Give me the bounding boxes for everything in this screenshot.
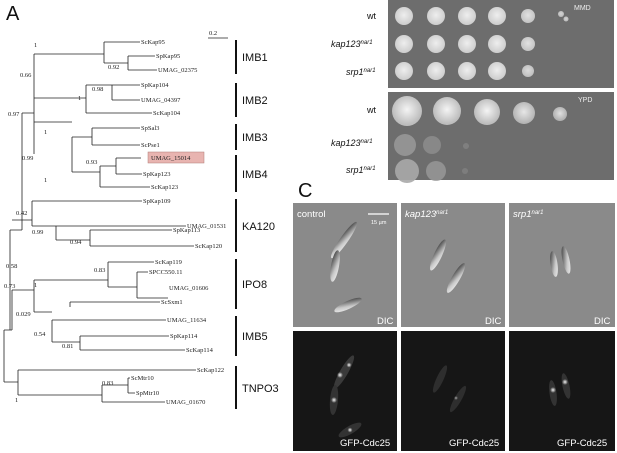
family-label: IMB3	[242, 132, 268, 144]
bootstrap-value: 1	[78, 95, 81, 102]
leaf-labels: ScKap95 SpKap95 UMAG_02375 SpKap104 UMAG…	[131, 39, 226, 406]
leaf-label: SpKap123	[143, 171, 170, 178]
family-label: IMB4	[242, 169, 268, 181]
bootstrap-value: 0.83	[102, 380, 113, 387]
dic-image-kap123	[401, 203, 505, 327]
leaf-label: UMAG_11634	[167, 317, 207, 324]
leaf-label: SpKap104	[141, 82, 169, 89]
gfp-cells	[329, 355, 571, 438]
bootstrap-value: 0.54	[34, 331, 46, 338]
dic-image-srp1	[509, 203, 615, 327]
bootstrap-values: 1 0.92 0.66 0.98 1 0.97 1 0.93 0.99 1 0.…	[4, 42, 119, 404]
bootstrap-value: 0.58	[6, 263, 17, 270]
bootstrap-value: 0.029	[16, 311, 31, 318]
leaf-label: ScKap114	[186, 347, 214, 354]
bootstrap-value: 0.92	[108, 64, 119, 71]
leaf-label: SpSal3	[141, 125, 159, 132]
dic-label: DIC	[377, 316, 394, 327]
bootstrap-value: 0.98	[92, 86, 103, 93]
leaf-label-highlighted: UMAG_15014	[151, 155, 191, 162]
family-label: TNPO3	[242, 383, 279, 395]
strain-label-srp1: srp1nar1	[346, 67, 376, 77]
family-label: IMB5	[242, 331, 268, 343]
leaf-label: ScKap119	[155, 259, 182, 266]
gfp-image-srp1	[509, 331, 615, 451]
strain-label-wt: wt	[366, 105, 376, 115]
bootstrap-value: 0.99	[22, 155, 33, 162]
dic-label: DIC	[594, 316, 611, 327]
ypd-spots	[392, 96, 567, 183]
medium-label-mmd: MMD	[574, 5, 591, 12]
phylogenetic-tree: 0.2 ScKap95 SpKap95 UMAG_02375 SpKap104 …	[3, 30, 279, 409]
bootstrap-value: 1	[44, 177, 47, 184]
leaf-label: SPCC550.11	[149, 269, 183, 276]
leaf-label: ScKap104	[153, 110, 181, 117]
leaf-label: SpKap95	[156, 53, 180, 60]
dic-label: DIC	[485, 316, 502, 327]
leaf-label: SpMtr10	[136, 390, 159, 397]
bootstrap-value: 0.66	[20, 72, 32, 79]
bootstrap-value: 1	[34, 42, 37, 49]
highlight-box	[147, 151, 205, 164]
panel-label-a: A	[6, 3, 20, 25]
bootstrap-value: 0.42	[16, 210, 27, 217]
family-label: KA120	[242, 221, 275, 233]
leaf-label: ScKap122	[197, 367, 224, 374]
gfp-label: GFP-Cdc25	[557, 438, 607, 449]
bootstrap-value: 0.97	[8, 111, 20, 118]
family-label: IPO8	[242, 279, 267, 291]
leaf-label: UMAG_04397	[141, 97, 181, 104]
leaf-label: UMAG_01670	[166, 399, 205, 406]
leaf-label: ScSxm1	[161, 299, 183, 306]
strain-label-kap123: kap123nar1	[331, 39, 373, 49]
strain-label-srp1: srp1nar1	[346, 165, 376, 175]
bootstrap-value: 0.94	[70, 239, 82, 246]
bootstrap-value: 1	[44, 129, 47, 136]
spot-assay-panel: MMD YPD wt kap123nar1 srp1nar1 wt kap123…	[296, 0, 614, 183]
bootstrap-value: 1	[34, 282, 37, 289]
gfp-image-kap123	[401, 331, 505, 451]
panel-label-c: C	[298, 180, 313, 202]
leaf-label: UMAG_02375	[158, 67, 197, 74]
ypd-plate	[388, 92, 614, 180]
column-label-control: control	[297, 209, 326, 220]
bootstrap-value: 0.81	[62, 343, 73, 350]
leaf-label: SpKap109	[143, 198, 170, 205]
bootstrap-value: 1	[15, 397, 18, 404]
family-label: IMB2	[242, 95, 268, 107]
family-label: IMB1	[242, 52, 268, 64]
bootstrap-value: 0.83	[94, 267, 105, 274]
scale-bar-label: 0.2	[209, 30, 217, 37]
leaf-label: SpKap113	[173, 227, 200, 234]
dic-cells	[330, 221, 571, 313]
leaf-label: ScKap95	[141, 39, 165, 46]
leaf-label: ScMtr10	[131, 375, 154, 382]
micro-scale-label: 15 µm	[371, 220, 387, 226]
gfp-label: GFP-Cdc25	[449, 438, 499, 449]
leaf-label: ScKap123	[151, 184, 178, 191]
bootstrap-value: 0.93	[86, 159, 97, 166]
strain-label-wt: wt	[366, 11, 376, 21]
column-label-srp1: srp1nar1	[513, 209, 544, 220]
bootstrap-value: 0.99	[32, 229, 43, 236]
medium-label-ypd: YPD	[578, 97, 592, 104]
bootstrap-value: 0.73	[4, 283, 15, 290]
leaf-label: ScPse1	[141, 142, 160, 149]
leaf-label: SpKap114	[170, 333, 198, 340]
gfp-label: GFP-Cdc25	[340, 438, 390, 449]
strain-label-kap123: kap123nar1	[331, 138, 373, 148]
leaf-label: UMAG_01531	[187, 223, 226, 230]
column-label-kap123: kap123nar1	[405, 209, 448, 220]
leaf-label: UMAG_01606	[169, 285, 209, 292]
leaf-label: ScKap120	[195, 243, 222, 250]
tree-branches	[3, 41, 196, 403]
mmd-spots	[395, 7, 569, 80]
